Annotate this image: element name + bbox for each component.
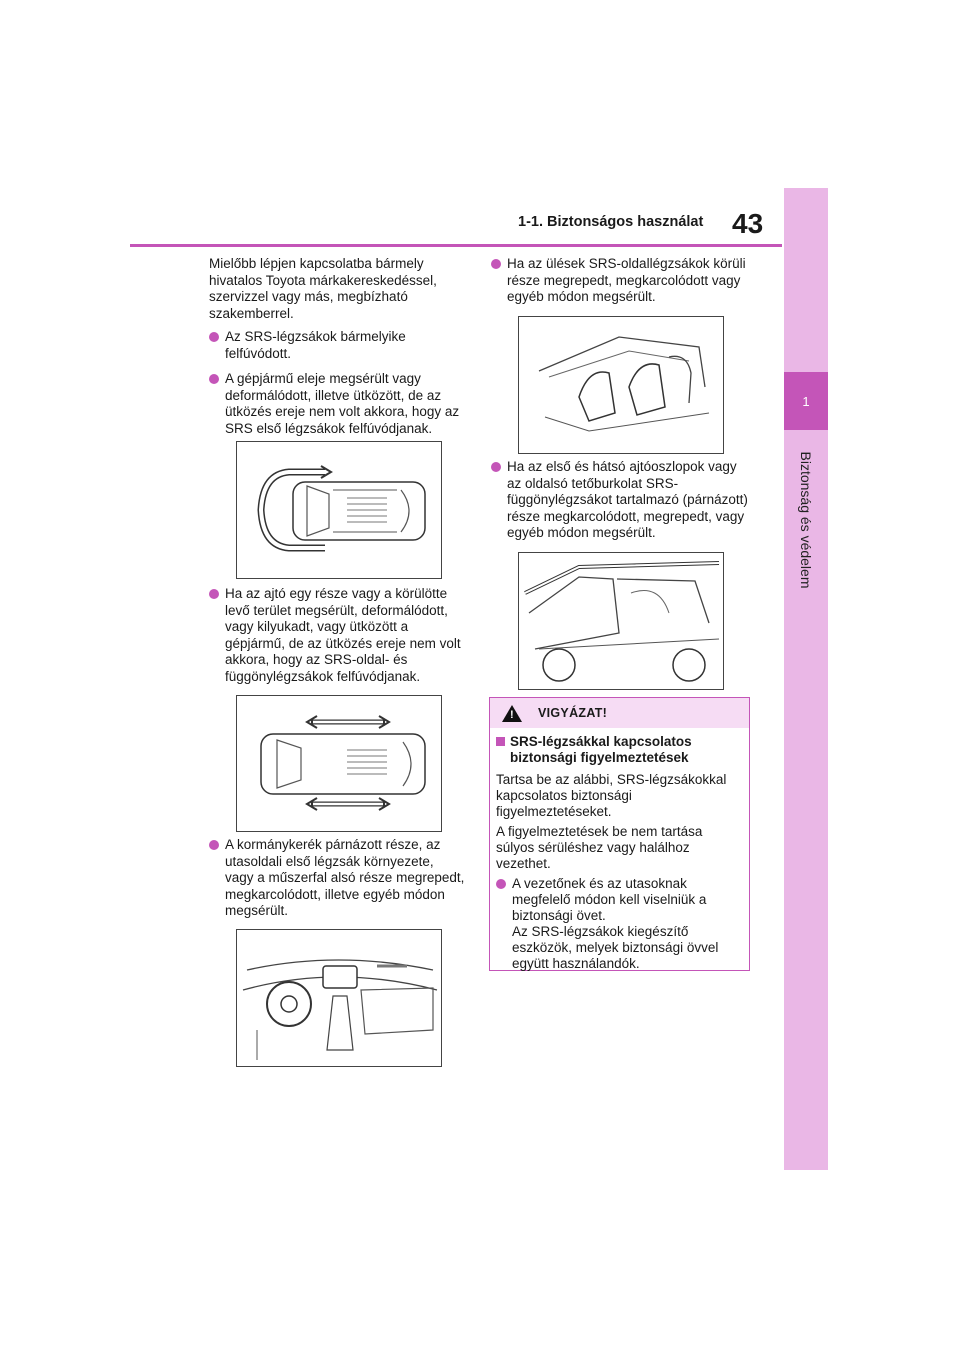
warning-paragraph: A figyelmeztetések be nem tartása súlyos…	[496, 824, 703, 871]
header-rule	[130, 244, 782, 247]
chapter-title: Biztonság és védelem	[798, 451, 814, 589]
page-number: 43	[732, 208, 764, 239]
list-item: Ha az ajtó egy része vagy a körülötte le…	[209, 586, 465, 685]
warning-icon: !	[502, 704, 522, 722]
bullet-icon	[491, 462, 501, 472]
bullet-icon	[209, 374, 219, 384]
list-item: Ha az első és hátsó ajtóoszlopok vagy az…	[491, 459, 751, 542]
square-bullet-icon	[496, 737, 505, 746]
pillar-illustration	[518, 552, 724, 690]
side-impact-illustration	[236, 695, 442, 832]
bullet-icon	[209, 332, 219, 342]
intro-text: Mielőbb lépjen kapcsolatba bármely hivat…	[209, 256, 437, 321]
warning-header: ! VIGYÁZAT!	[490, 698, 749, 728]
seat-illustration	[518, 316, 724, 454]
warning-box: ! VIGYÁZAT! SRS-légzsákkal kapcsolatos b…	[489, 697, 750, 971]
front-impact-illustration	[236, 441, 442, 579]
warning-paragraph: Tartsa be az alábbi, SRS-légzsákokkal ka…	[496, 772, 727, 819]
dashboard-illustration	[236, 929, 442, 1067]
bullet-icon	[491, 259, 501, 269]
right-column-2: Ha az első és hátsó ajtóoszlopok vagy az…	[491, 459, 751, 551]
bullet-icon	[496, 879, 506, 889]
bullet-icon	[209, 840, 219, 850]
warning-subheading: SRS-légzsákkal kapcsolatos biztonsági fi…	[496, 734, 743, 766]
list-item: A kormánykerék párnázott része, az utaso…	[209, 837, 465, 920]
list-item: Ha az ülések SRS-oldallégzsákok körüli r…	[491, 256, 751, 306]
left-column: Mielőbb lépjen kapcsolatba bármely hivat…	[209, 256, 465, 446]
warning-list-item: A vezetőnek és az utasoknak megfelelő mó…	[496, 876, 743, 972]
warning-heading: VIGYÁZAT!	[538, 706, 608, 720]
chapter-number: 1	[784, 372, 828, 430]
left-column-2: Ha az ajtó egy része vagy a körülötte le…	[209, 586, 465, 694]
bullet-icon	[209, 589, 219, 599]
left-column-3: A kormánykerék párnázott része, az utaso…	[209, 837, 465, 929]
chapter-side-tab	[784, 188, 828, 1170]
section-title: 1-1. Biztonságos használat	[518, 214, 704, 230]
right-column: Ha az ülések SRS-oldallégzsákok körüli r…	[491, 256, 751, 315]
list-item: Az SRS-légzsákok bármelyike felfúvódott.	[209, 329, 465, 362]
list-item: A gépjármű eleje megsérült vagy deformál…	[209, 371, 465, 437]
